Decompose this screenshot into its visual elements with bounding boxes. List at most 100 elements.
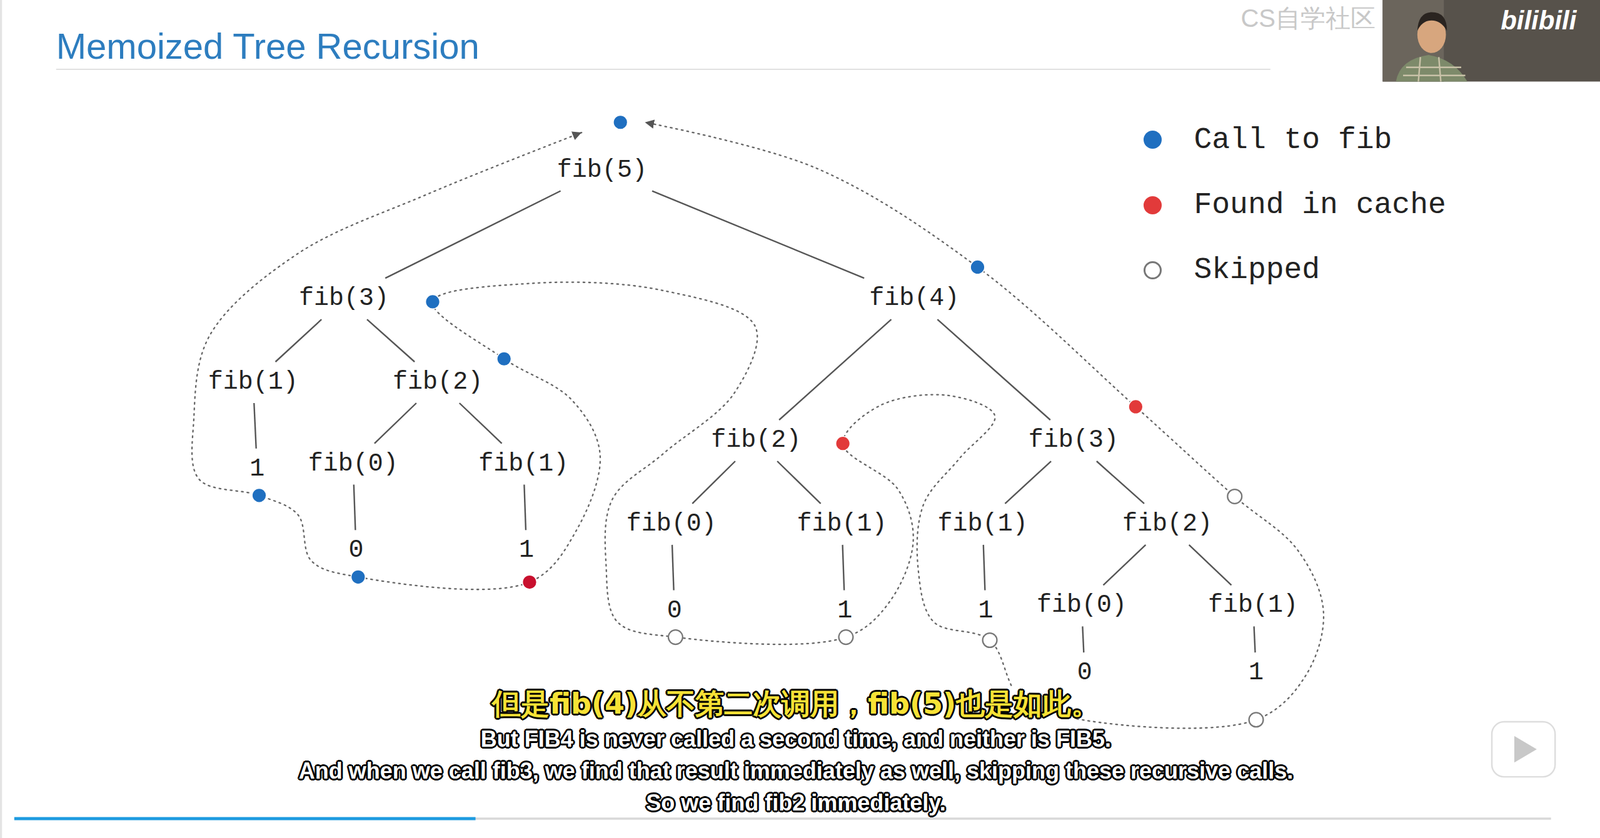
fib-call: fib(0) xyxy=(1028,585,1135,627)
node-text: fib(2) xyxy=(710,426,801,456)
fib-call: fib(2) xyxy=(1114,503,1221,546)
call-dot xyxy=(497,352,512,367)
fib-call: fib(1) xyxy=(470,443,577,486)
tree-edge xyxy=(779,319,891,421)
tree-edge xyxy=(385,191,561,279)
node-text: 0 xyxy=(348,536,364,566)
node-text: fib(1) xyxy=(937,510,1028,539)
tree-edge xyxy=(672,545,675,591)
skipped-dot xyxy=(668,630,683,645)
tree-edge xyxy=(937,319,1051,421)
tree-edge xyxy=(1004,461,1052,504)
fib-call: fib(5) xyxy=(548,150,656,192)
return-value: 1 xyxy=(241,448,273,491)
tree-edge xyxy=(253,403,256,449)
node-text: fib(1) xyxy=(478,450,569,479)
tree-edge xyxy=(1189,545,1232,586)
legend-text: Call to fib xyxy=(1193,123,1392,157)
fib-call: fib(4) xyxy=(860,278,968,320)
call-dot xyxy=(613,115,628,130)
node-text: fib(1) xyxy=(208,368,299,398)
node-text: fib(1) xyxy=(796,510,887,539)
webcam-hair xyxy=(1417,12,1447,31)
fib-call: fib(2) xyxy=(384,362,491,404)
legend-swatch xyxy=(1143,130,1162,149)
progress-bar xyxy=(14,817,476,821)
cache-dot xyxy=(835,436,851,451)
fib-call: fib(0) xyxy=(618,503,725,546)
return-value: 1 xyxy=(510,530,543,572)
tree-edge xyxy=(1254,626,1256,653)
fib-call: fib(3) xyxy=(1020,420,1127,462)
title-rule xyxy=(56,68,1271,71)
tree-edge xyxy=(983,545,986,591)
skipped-dot xyxy=(839,630,854,645)
tree-edge xyxy=(692,461,736,504)
legend-text: Found in cache xyxy=(1193,188,1446,222)
skipped-dot xyxy=(982,633,998,648)
fib-call: fib(3) xyxy=(290,278,398,320)
site-logo: bilibili xyxy=(1500,6,1577,36)
subtitle: And when we call fib3, we find that resu… xyxy=(295,759,1298,785)
node-text: fib(3) xyxy=(1028,426,1119,456)
skipped-dot xyxy=(1249,712,1264,728)
left-edge xyxy=(0,0,2,838)
return-value: 0 xyxy=(340,530,373,572)
fib-call: fib(1) xyxy=(929,503,1037,546)
fib-call: fib(0) xyxy=(300,443,407,486)
cache-dot xyxy=(522,575,538,590)
node-text: 0 xyxy=(1077,659,1093,688)
webcam-background xyxy=(1382,0,1600,82)
legend-row: Skipped xyxy=(1143,253,1320,287)
tree-edge xyxy=(523,485,526,531)
tree-edge xyxy=(777,461,821,504)
return-value: 1 xyxy=(970,590,1002,633)
legend-text: Skipped xyxy=(1193,253,1320,287)
call-dot xyxy=(350,570,366,585)
call-dot xyxy=(425,294,441,309)
webcam-inset xyxy=(1382,0,1600,82)
legend-row: Found in cache xyxy=(1143,188,1446,222)
watermark: CS自学社区 xyxy=(1240,4,1376,32)
tree-edge xyxy=(652,191,865,279)
webcam-shirt xyxy=(1396,55,1468,82)
node-text: fib(5) xyxy=(557,156,648,186)
tree-edge xyxy=(1103,545,1147,586)
return-value: 0 xyxy=(659,590,691,633)
node-text: 1 xyxy=(249,455,265,484)
legend-row: Call to fib xyxy=(1143,123,1392,157)
tree-edge xyxy=(1096,461,1145,504)
progress-track xyxy=(14,817,1552,820)
tree-edge xyxy=(459,403,503,444)
evaluation-trace xyxy=(191,115,1324,729)
legend-hollow-circle xyxy=(1143,261,1162,280)
cache-dot xyxy=(1128,400,1143,415)
subtitle: But FIB4 is never called a second time, … xyxy=(477,727,1115,753)
fib-call: fib(1) xyxy=(200,362,307,404)
webcam-plaid xyxy=(1403,56,1466,82)
node-text: 1 xyxy=(978,597,994,626)
skipped-dot xyxy=(1227,489,1242,504)
node-text: fib(2) xyxy=(1122,510,1213,539)
trace-path xyxy=(191,122,1324,730)
call-dot xyxy=(970,260,985,275)
call-dot xyxy=(251,488,267,503)
slide-title: Memoized Tree Recursion xyxy=(56,26,480,67)
node-text: fib(3) xyxy=(298,284,389,314)
fib-call: fib(1) xyxy=(788,503,895,546)
tree-edge xyxy=(842,545,845,591)
play-triangle xyxy=(1514,736,1537,763)
node-text: fib(0) xyxy=(626,510,717,539)
tree-edge xyxy=(1082,626,1084,653)
node-text: fib(2) xyxy=(392,368,483,398)
tree-edge xyxy=(353,485,356,531)
tree-edge xyxy=(275,319,323,363)
subtitle: 但是fib(4)从不第二次调用，fib(5)也是如此。 xyxy=(488,688,1104,721)
return-value: 1 xyxy=(1240,652,1272,695)
play-button xyxy=(1491,722,1555,778)
fib-call: fib(1) xyxy=(1199,585,1307,627)
fib-call: fib(2) xyxy=(702,420,810,462)
node-text: 1 xyxy=(518,536,534,566)
node-text: fib(0) xyxy=(308,450,399,479)
